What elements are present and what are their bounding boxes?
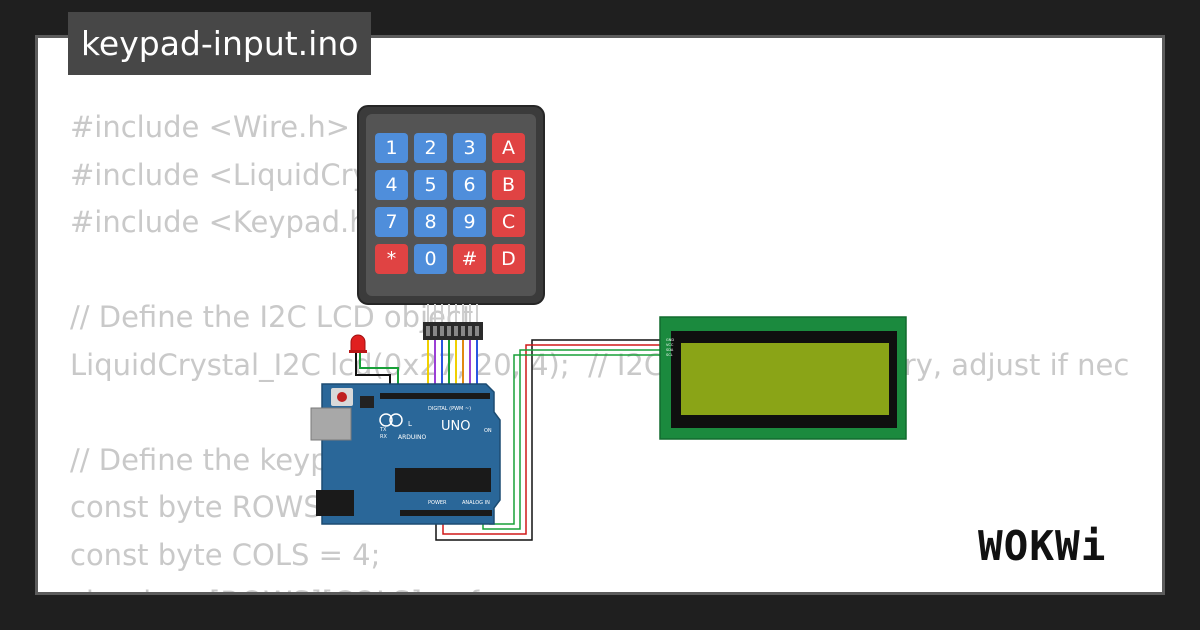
lcd-screen [681,343,889,415]
usb-port [310,407,352,441]
lcd-display[interactable]: GND VCC SDA SCL [659,316,907,440]
key-label: D [501,248,516,270]
key-hash[interactable] [453,244,486,274]
key-label: 0 [424,248,436,270]
power-jack [316,490,354,516]
filename-tab[interactable]: keypad-input.ino [68,12,372,75]
lcd-wires [435,339,665,541]
rx-label: RX [380,434,387,440]
keypad-keys[interactable] [375,133,525,274]
key-label: 4 [385,174,397,196]
key-c[interactable] [492,207,525,237]
key-b[interactable] [492,170,525,200]
lcd-pin-label: VCC [666,343,674,347]
atmega-chip [395,468,491,492]
key-label: B [502,174,515,196]
key-label: * [387,248,397,270]
uno-label: UNO [441,419,470,434]
key-6[interactable] [453,170,486,200]
keypad-connector [423,322,483,340]
key-label: 7 [385,211,397,233]
arduino-uno[interactable]: DIGITAL (PWM ~) L UNO ARDUINO TX RX ON P… [310,383,501,525]
keypad[interactable]: 1 2 3 A 4 5 6 B 7 8 9 C * 0 # D [357,105,545,340]
analog-label: ANALOG IN [462,500,490,506]
keypad-ribbon [427,304,478,322]
red-led[interactable] [349,334,367,353]
key-a[interactable] [492,133,525,163]
code-line: const byte COLS = 4; [70,537,381,572]
lcd-pin-label: GND [666,338,674,342]
key-label: C [502,211,515,233]
key-label: 1 [385,137,397,159]
key-3[interactable] [453,133,486,163]
lcd-pin-label: SDA [666,348,674,352]
key-label: 5 [424,174,436,196]
key-label: 6 [463,174,475,196]
power-label: POWER [428,500,447,506]
key-8[interactable] [414,207,447,237]
lcd-pin-label: SCL [666,353,673,357]
key-label: # [462,248,478,270]
code-line: char keys[ROWS][COLS] = { [70,579,1129,592]
digital-label: DIGITAL (PWM ~) [428,406,471,412]
key-4[interactable] [375,170,408,200]
key-label: A [502,137,515,159]
l-label: L [408,420,412,428]
power-header [400,510,492,516]
arduino-brand: ARDUINO [398,434,427,441]
digital-header [380,393,490,399]
key-2[interactable] [414,133,447,163]
preview-card: #include <Wire.h> #include <LiquidCrysta… [35,35,1165,595]
on-label: ON [484,428,492,434]
key-1[interactable] [375,133,408,163]
key-label: 9 [463,211,475,233]
code-line: #include <Wire.h> [70,110,351,144]
wokwi-logo: WOKWi [978,522,1107,570]
tx-label: TX [379,427,387,433]
key-d[interactable] [492,244,525,274]
key-label: 8 [424,211,436,233]
key-0[interactable] [414,244,447,274]
key-star[interactable] [375,244,408,274]
key-9[interactable] [453,207,486,237]
key-label: 3 [463,137,475,159]
key-5[interactable] [414,170,447,200]
key-7[interactable] [375,207,408,237]
key-label: 2 [424,137,436,159]
